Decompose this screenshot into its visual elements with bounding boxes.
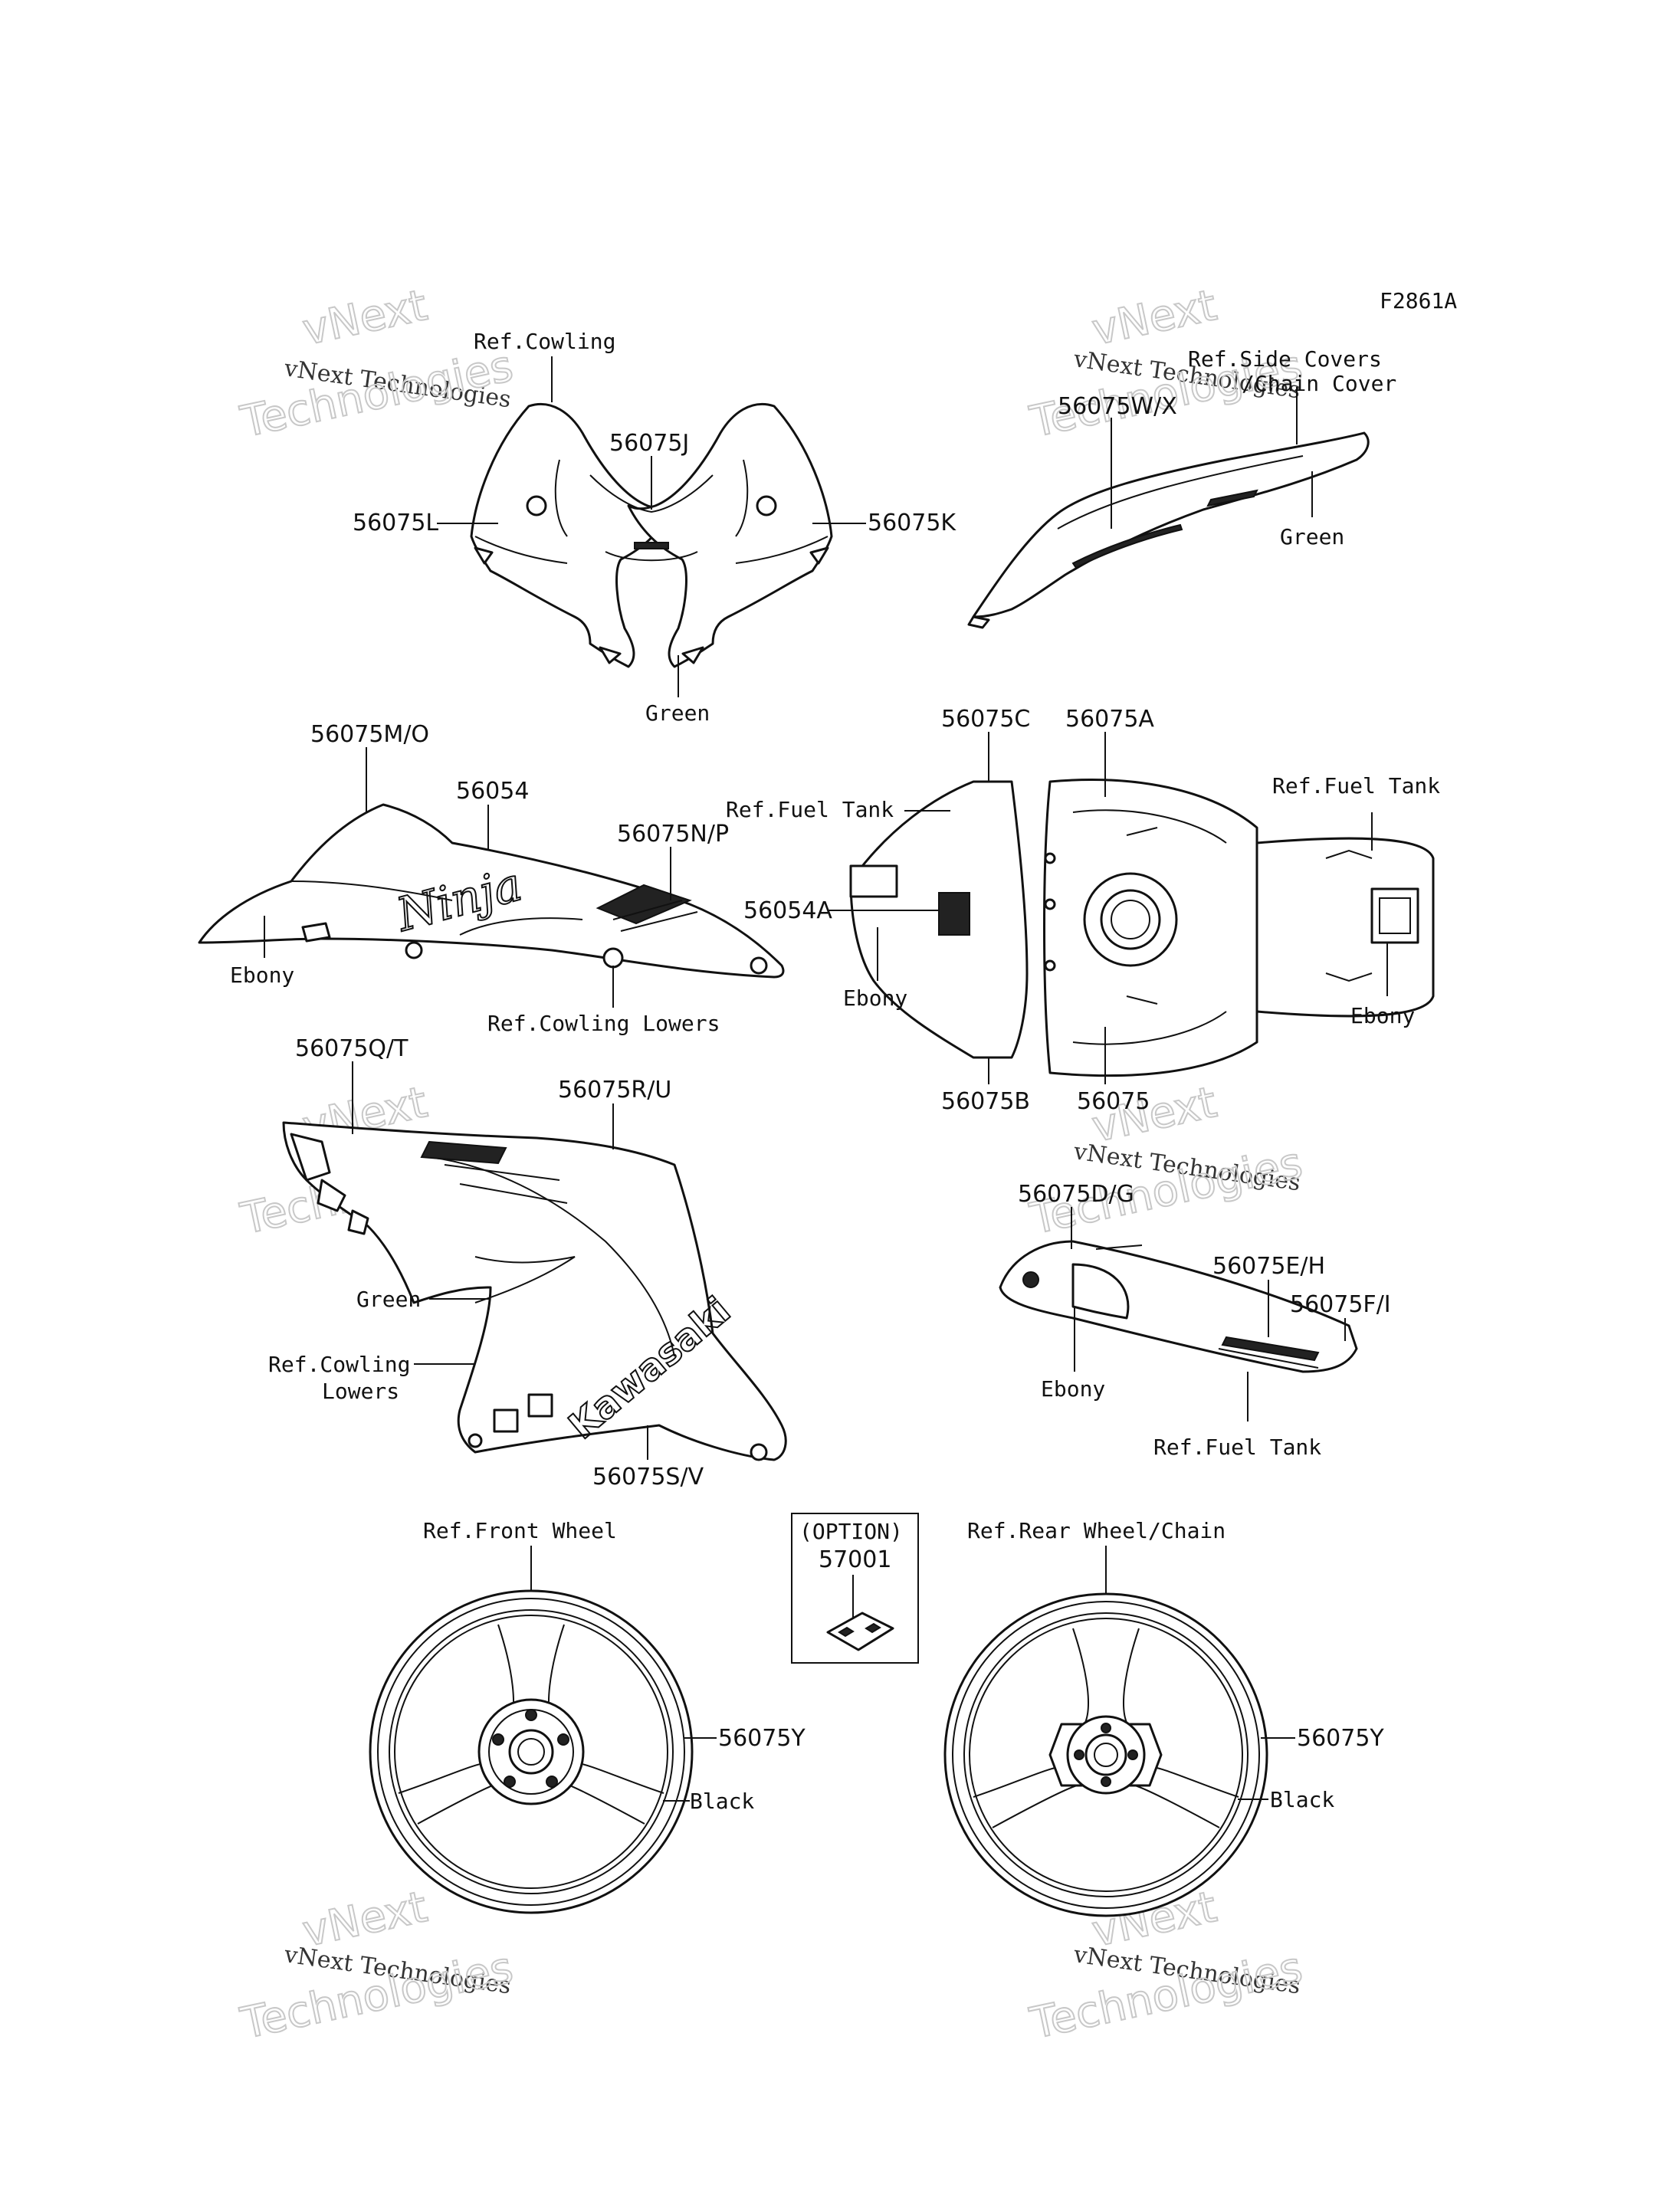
label-ref-front-wheel: Ref.Front Wheel <box>423 1518 617 1543</box>
label-ref-fuel-tank-b: Ref.Fuel Tank <box>1272 773 1440 798</box>
label-56075EH: 56075E/H <box>1212 1253 1325 1280</box>
side-cover <box>967 431 1370 629</box>
label-ebony-left: Ebony <box>230 962 294 988</box>
label-green-side: Green <box>1280 524 1344 549</box>
label-56075SV: 56075S/V <box>592 1464 704 1490</box>
label-56075Y-rear: 56075Y <box>1297 1725 1384 1752</box>
label-ebony-tank-b: Ebony <box>1350 1003 1415 1028</box>
label-ref-cowling-lowers-2b: Lowers <box>322 1379 399 1404</box>
figure-code: F2861A <box>1380 288 1457 313</box>
label-56075QT: 56075Q/T <box>295 1035 409 1062</box>
label-ref-fuel-tank-a: Ref.Fuel Tank <box>726 797 894 822</box>
label-ebony-tank-a: Ebony <box>843 985 907 1011</box>
label-56075: 56075 <box>1077 1088 1150 1115</box>
label-56075C: 56075C <box>941 706 1030 733</box>
label-56075A: 56075A <box>1065 706 1154 733</box>
label-56075B: 56075B <box>941 1088 1030 1115</box>
svg-text:vNext: vNext <box>1088 280 1221 356</box>
option-box: (OPTION) 57001 <box>791 1513 919 1664</box>
label-56075NP: 56075N/P <box>617 821 729 848</box>
label-56075DG: 56075D/G <box>1018 1181 1134 1208</box>
label-56075Y-front: 56075Y <box>718 1725 806 1752</box>
label-ref-cowling-lowers-2a: Ref.Cowling <box>268 1352 410 1377</box>
tail-piece <box>999 1240 1358 1373</box>
label-56075K: 56075K <box>868 510 956 536</box>
label-option: (OPTION) <box>799 1519 903 1544</box>
side-fairing-upper: Ninja <box>198 803 785 979</box>
rear-wheel <box>943 1592 1268 1917</box>
label-chain-cover: /Chain Cover <box>1242 371 1396 396</box>
label-56075J: 56075J <box>609 430 689 457</box>
watermark-bottom-left: vNext vNext Technologies Technologies <box>235 1881 517 2050</box>
lower-fairing: Kawasaki <box>282 1121 787 1461</box>
svg-text:vNext: vNext <box>298 280 431 356</box>
label-56075MO: 56075M/O <box>310 721 429 748</box>
label-56054: 56054 <box>456 778 529 805</box>
svg-text:Technologies: Technologies <box>236 341 517 448</box>
label-56075WX: 56075W/X <box>1058 393 1177 420</box>
label-ref-cowling-lowers-1: Ref.Cowling Lowers <box>487 1011 720 1036</box>
label-black-rear: Black <box>1270 1787 1334 1812</box>
label-56054A: 56054A <box>743 897 832 924</box>
fuel-tank <box>849 779 1435 1077</box>
label-black-front: Black <box>690 1789 754 1814</box>
label-56075FI: 56075F/I <box>1290 1291 1391 1318</box>
label-green-lower: Green <box>356 1287 421 1312</box>
label-green-cowling: Green <box>645 700 710 726</box>
label-ref-rear-wheel: Ref.Rear Wheel/Chain <box>967 1518 1226 1543</box>
label-56075RU: 56075R/U <box>558 1077 671 1103</box>
label-56075L: 56075L <box>353 510 438 536</box>
watermark-mid-right: vNext vNext Technologies Technologies <box>1025 1077 1307 1245</box>
front-wheel <box>369 1589 694 1914</box>
label-ebony-seat: Ebony <box>1041 1376 1105 1402</box>
label-ref-fuel-tank-c: Ref.Fuel Tank <box>1153 1435 1321 1460</box>
upper-cowling <box>470 402 833 668</box>
label-ref-side-covers: Ref.Side Covers <box>1188 346 1382 372</box>
label-ref-cowling: Ref.Cowling <box>474 329 615 354</box>
watermark-top-left: vNext vNext Technologies Technologies <box>235 280 517 448</box>
label-57001: 57001 <box>819 1546 891 1573</box>
